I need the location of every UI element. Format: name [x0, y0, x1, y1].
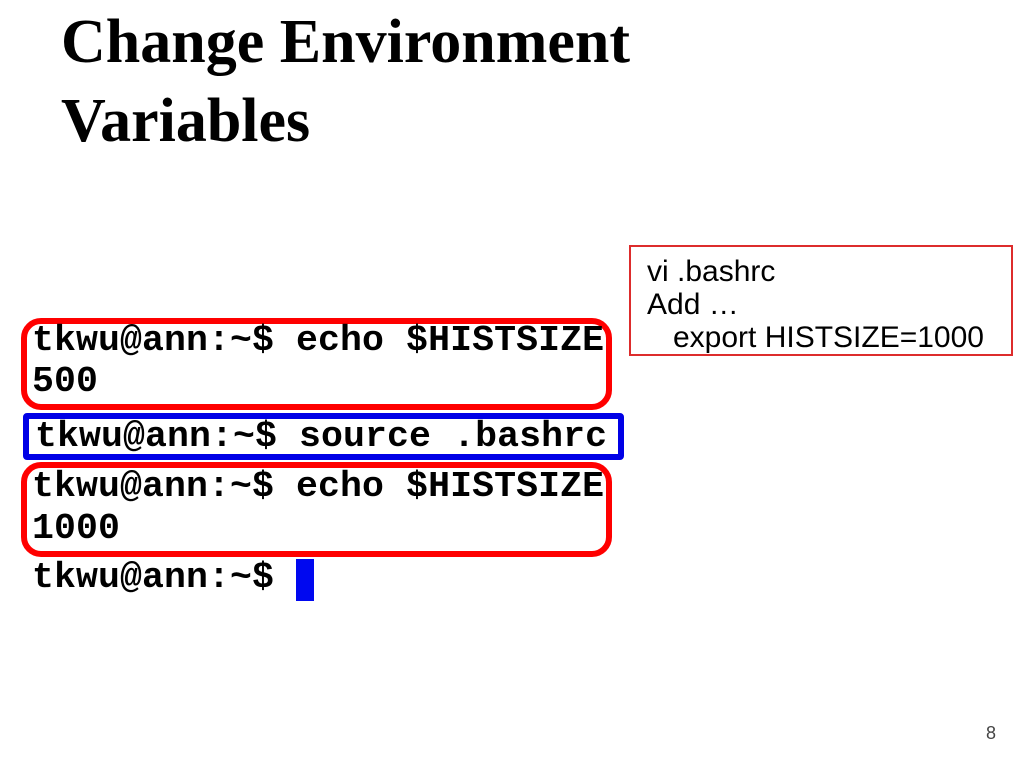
terminal-line-output-500: 500 — [32, 361, 99, 402]
highlight-box-red-histsize-500 — [21, 318, 612, 410]
slide-title: Change Environment Variables — [61, 8, 630, 155]
terminal-line-prompt-echo-histsize-2: tkwu@ann:~$ echo $HISTSIZE — [32, 466, 605, 507]
annotation-line-add: Add … — [647, 288, 739, 321]
page-number: 8 — [985, 723, 996, 743]
annotation-box: vi .bashrc Add … export HISTSIZE=1000 — [629, 245, 1013, 356]
highlight-box-blue-source-bashrc — [23, 413, 624, 460]
highlight-box-red-histsize-1000 — [21, 462, 612, 557]
annotation-line-vi-bashrc: vi .bashrc — [647, 255, 776, 288]
annotation-line-export-histsize: export HISTSIZE=1000 — [673, 321, 984, 354]
terminal-line-prompt-idle: tkwu@ann:~$ — [32, 557, 275, 598]
terminal-line-prompt-source-bashrc: tkwu@ann:~$ source .bashrc — [35, 416, 608, 457]
terminal-line-prompt-echo-histsize-1: tkwu@ann:~$ echo $HISTSIZE — [32, 320, 605, 361]
terminal-cursor — [296, 559, 314, 601]
terminal-line-output-1000: 1000 — [32, 508, 121, 549]
